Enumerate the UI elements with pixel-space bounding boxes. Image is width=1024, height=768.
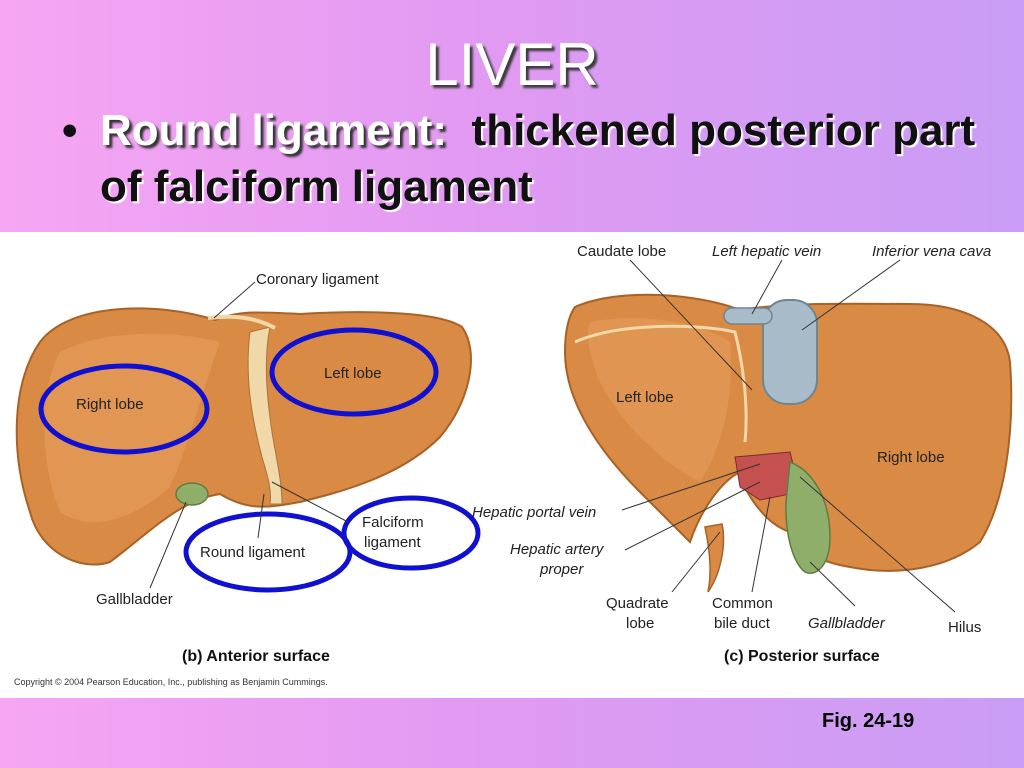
label-falciform-line2: ligament [364,534,422,551]
left-hepatic-vein [723,307,773,325]
label-common-bile-duct-line1: Common [712,595,773,612]
label-right-lobe-posterior: Right lobe [877,449,945,466]
circle-left-lobe [269,327,439,417]
circle-right-lobe [38,363,210,455]
posterior-gallbladder [785,460,831,574]
label-hilus: Hilus [948,619,981,636]
posterior-ligament-border [574,324,748,443]
anterior-liver [15,307,472,566]
bullet-marker: • [62,106,78,155]
label-left-hepatic-vein: Left hepatic vein [712,243,821,260]
copyright-notice: Copyright © 2004 Pearson Education, Inc.… [14,677,328,687]
inferior-vena-cava [762,299,818,405]
label-common-bile-duct-line2: bile duct [714,615,771,632]
circle-round-ligament [183,511,353,593]
figure-reference: Fig. 24-19 [822,710,915,732]
label-left-lobe-anterior: Left lobe [324,365,382,382]
label-hepatic-portal-vein: Hepatic portal vein [472,504,596,521]
quadrate-lobe-tail [704,523,725,593]
label-gallbladder-anterior: Gallbladder [96,591,173,608]
label-round-ligament: Round ligament [200,544,306,561]
caption-posterior: (c) Posterior surface [724,648,880,665]
label-falciform-line1: Falciform [362,514,424,531]
coronary-ligament-line [207,314,276,330]
label-right-lobe-anterior: Right lobe [76,396,144,413]
falciform-ligament-band [247,326,283,505]
liver-diagram-svg: Coronary ligament Left lobe Right lobe F… [14,243,1013,687]
posterior-liver [563,293,1013,593]
label-inferior-vena-cava: Inferior vena cava [872,243,991,260]
anterior-gallbladder [175,482,209,506]
posterior-liver-shade [588,318,731,482]
slide-title: LIVER [425,31,599,98]
label-quadrate-lobe-line1: Quadrate [606,595,669,612]
label-quadrate-lobe-line2: lobe [626,615,654,632]
label-gallbladder-posterior: Gallbladder [808,615,886,632]
caption-anterior: (b) Anterior surface [182,648,330,665]
bullet-text: Round ligament: thickened posterior part… [100,103,1000,215]
label-coronary-ligament: Coronary ligament [256,271,379,288]
hilus-structures [734,451,801,501]
bullet-lead: Round ligament: [100,106,448,155]
bullet-definition: thickened posterior part of falciform li… [100,106,976,211]
label-left-lobe-posterior: Left lobe [616,389,674,406]
circle-falciform-ligament [341,495,481,571]
liver-figure: Coronary ligament Left lobe Right lobe F… [0,232,1024,698]
label-hepatic-artery-line2: proper [539,561,584,578]
anterior-liver-shade [44,333,220,523]
label-hepatic-artery-line1: Hepatic artery [510,541,605,558]
label-caudate-lobe: Caudate lobe [577,243,666,260]
